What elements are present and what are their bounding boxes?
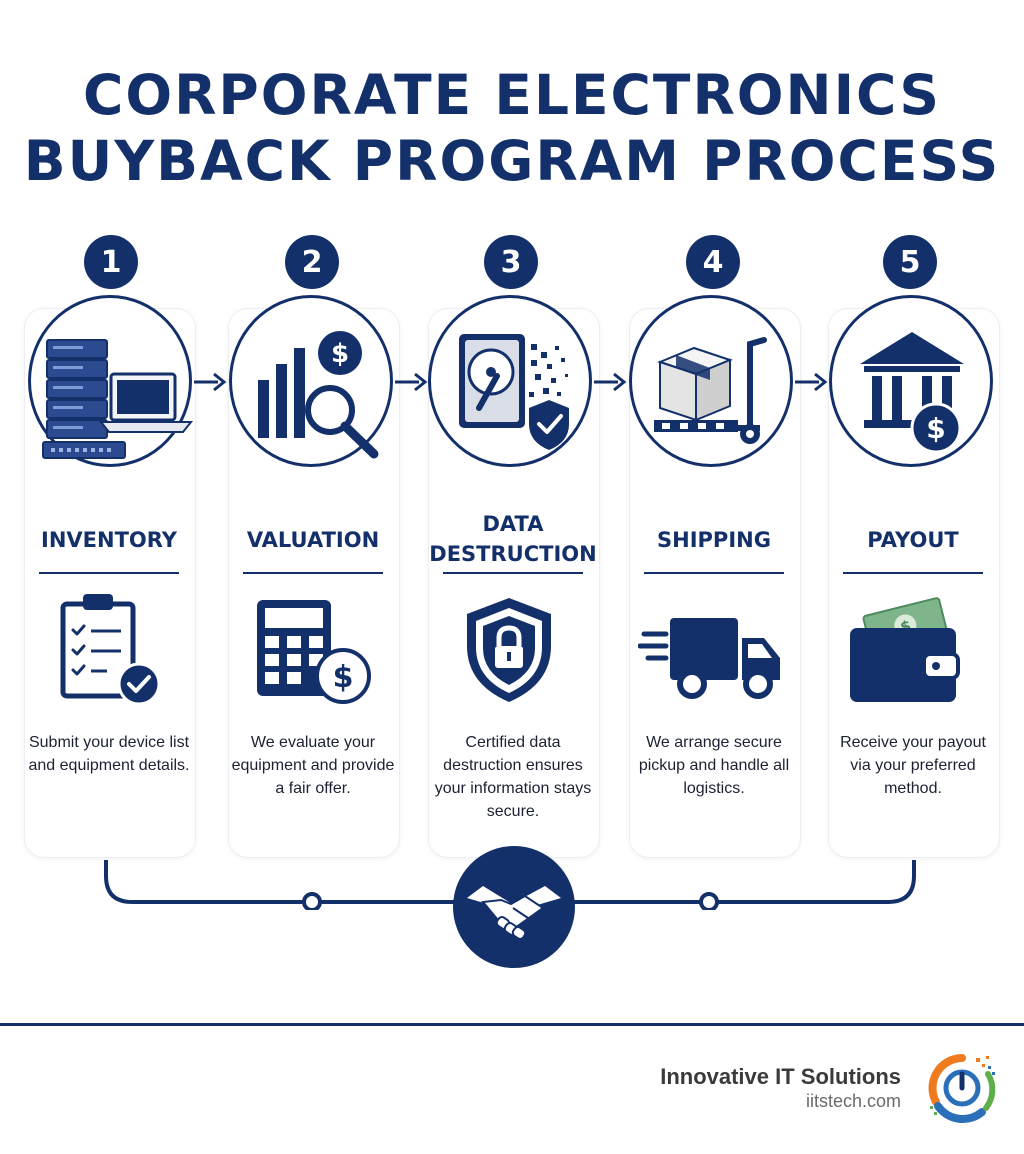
title-line-2: BUYBACK PROGRAM PROCESS	[23, 129, 1001, 193]
step-number-badge: 2	[285, 235, 339, 289]
box-hand-truck-icon	[654, 337, 767, 444]
svg-text:$: $	[926, 412, 945, 445]
svg-text:$: $	[331, 339, 349, 369]
step-number-badge: 1	[84, 235, 138, 289]
step-label-shipping: SHIPPING	[657, 528, 771, 552]
divider	[243, 572, 383, 574]
arrow-right-icon	[594, 372, 627, 392]
title-line-1: CORPORATE ELECTRONICS	[82, 63, 942, 127]
step-circle-valuation: $	[229, 295, 393, 467]
power-button-logo-icon	[928, 1054, 996, 1123]
handshake-icon	[467, 886, 561, 940]
step-circle-shipping	[629, 295, 793, 467]
svg-text:$: $	[333, 660, 354, 695]
step-label-line: DATA	[482, 512, 544, 536]
step-label-line: DESTRUCTION	[429, 542, 597, 566]
delivery-truck-icon	[638, 618, 780, 699]
shield-lock-icon	[467, 598, 551, 702]
step-number-badge: 4	[686, 235, 740, 289]
step-label-valuation: VALUATION	[246, 528, 380, 552]
calculator-dollar-icon: $	[257, 600, 371, 704]
step-description: Receive your payout via your preferred m…	[840, 734, 986, 797]
clipboard-checklist-icon	[60, 594, 161, 706]
step-circle-data-destruction	[428, 295, 592, 467]
step-circle-payout: $	[829, 295, 993, 467]
bank-dollar-icon: $	[860, 332, 964, 454]
step-number-badge: 3	[484, 235, 538, 289]
step-label-inventory: INVENTORY	[41, 528, 177, 552]
step-description: Certified data destruction ensures your …	[434, 734, 592, 820]
step-number-badge: 5	[883, 235, 937, 289]
arrow-right-icon	[395, 372, 428, 392]
arrow-right-icon	[795, 372, 828, 392]
step-description: We arrange secure pickup and handle all …	[638, 734, 790, 797]
process-connector-line	[104, 860, 916, 910]
company-name: Innovative IT Solutions	[660, 1064, 901, 1089]
step-description: We evaluate your equipment and provide a…	[231, 734, 395, 797]
bar-chart-magnifier-dollar-icon: $	[258, 331, 379, 459]
step-circle-inventory	[28, 295, 194, 467]
divider	[843, 572, 983, 574]
divider	[644, 572, 784, 574]
server-laptop-icon	[42, 339, 194, 459]
step-label-payout: PAYOUT	[867, 528, 959, 552]
step-description: Submit your device list and equipment de…	[28, 734, 190, 774]
page-title: CORPORATE ELECTRONICS BUYBACK PROGRAM PR…	[0, 62, 1024, 194]
footer-divider	[0, 1023, 1024, 1026]
arrow-right-icon	[194, 372, 227, 392]
company-website: iitstech.com	[805, 1091, 901, 1111]
wallet-cash-icon: $	[850, 597, 960, 702]
divider	[443, 572, 583, 574]
handshake-badge	[453, 846, 575, 968]
divider	[39, 572, 179, 574]
hard-drive-shred-shield-icon	[459, 334, 569, 450]
step-label-data-destruction: DATA DESTRUCTION	[428, 509, 598, 569]
